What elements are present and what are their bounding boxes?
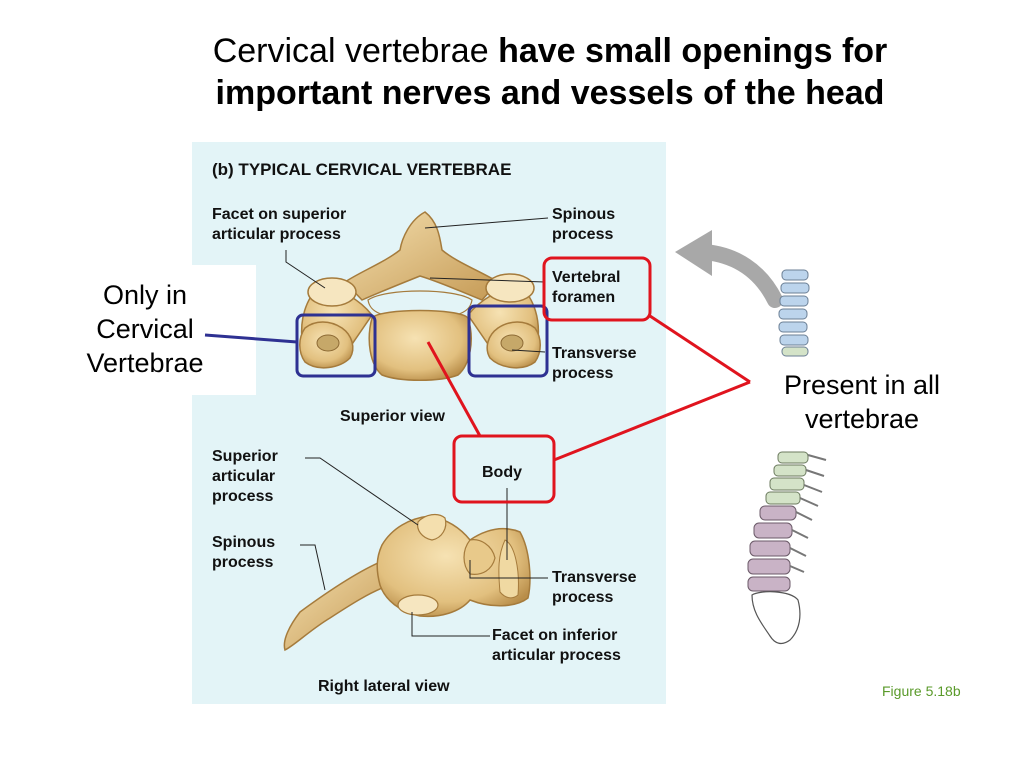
label-facet-inferior: Facet on inferior articular process [492, 627, 621, 664]
cervical-only-highlights [204, 304, 549, 378]
figure-header: (b) TYPICAL CERVICAL VERTEBRAE [212, 160, 512, 179]
curved-arrow-icon [675, 230, 783, 308]
label-vertebral-foramen: Vertebral foramen [552, 269, 621, 306]
label-transverse-lateral: Transverse process [552, 569, 637, 606]
spine-illustration [747, 269, 827, 645]
label-transverse-process: Transverse process [552, 345, 637, 382]
label-body: Body [482, 464, 522, 481]
title-bold-line1: have small openings for [498, 32, 888, 70]
thoracic-region [765, 451, 809, 505]
label-lateral-view: Right lateral view [318, 678, 450, 695]
label-spinous-process: Spinous process [552, 206, 616, 243]
sacrum [751, 591, 801, 645]
label-superior-view: Superior view [340, 408, 445, 425]
label-facet-superior: Facet on superior articular process [212, 206, 347, 243]
only-cervical-annotation: Only in Cervical Vertebrae [86, 280, 204, 378]
lateral-view-vertebra [283, 513, 531, 652]
leader-lines [285, 217, 549, 637]
lumbar-region [747, 505, 797, 592]
cervical-region [778, 269, 810, 357]
title-normal-text: Cervical vertebrae [212, 32, 489, 70]
slide-title: Cervical vertebrae have small openings f… [120, 30, 980, 114]
title-bold-line2: important nerves and vessels of the head [215, 74, 885, 112]
figure-reference: Figure 5.18b [882, 683, 961, 699]
label-spinous-lateral: Spinous process [212, 534, 276, 571]
label-superior-articular: Superior articular process [212, 448, 278, 505]
left-annotation-box [40, 265, 256, 395]
all-vertebrae-highlights [426, 256, 751, 504]
all-vertebrae-annotation: Present in all vertebrae [783, 370, 941, 434]
